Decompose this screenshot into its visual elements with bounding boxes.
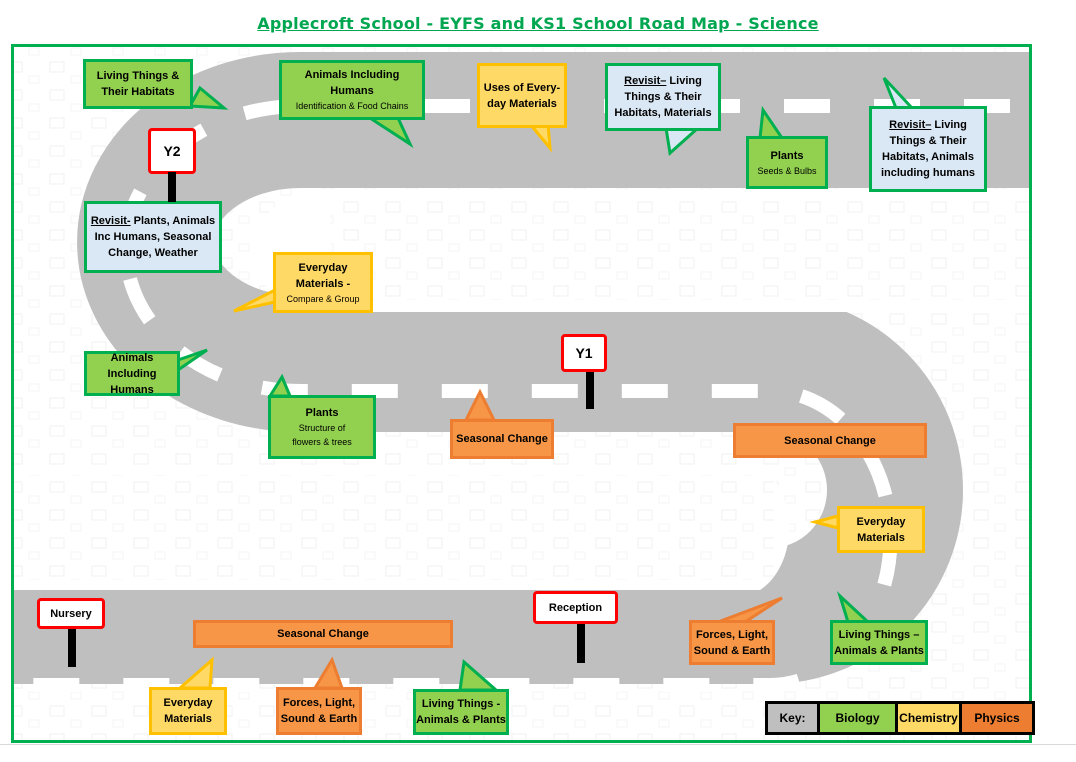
revisit-text: Living Things & Their Habitats, Animals … xyxy=(880,119,976,179)
topic-label: Seasonal Change xyxy=(456,433,548,445)
topic-living-things-habitats: Living Things & Their Habitats xyxy=(83,59,193,109)
topic-revisit-plants-animals-seasonal-weather: Revisit- Plants, Animals Inc Humans, Sea… xyxy=(84,201,222,273)
topic-seasonal-change-y1-right: Seasonal Change xyxy=(733,423,927,458)
topic-plants-structure: Plants Structure of flowers & trees xyxy=(268,395,376,459)
sign-board: Nursery xyxy=(37,598,105,629)
topic-seasonal-change-y1-left: Seasonal Change xyxy=(450,419,554,459)
island-pattern xyxy=(330,200,1029,300)
topic-sublabel: Compare & Group xyxy=(286,293,360,304)
page-edge xyxy=(0,744,1076,745)
topic-everyday-materials-right: Everyday Materials xyxy=(837,506,925,553)
sign-board: Y2 xyxy=(148,128,196,174)
revisit-prefix: Revisit- xyxy=(90,215,131,227)
topic-sublabel: Identification & Food Chains xyxy=(295,101,409,111)
lane-markings xyxy=(14,99,1029,692)
sign-board: Reception xyxy=(533,591,618,624)
topic-label: Seasonal Change xyxy=(784,434,876,447)
key-biology: Biology xyxy=(820,704,898,732)
topic-revisit-living-things-materials: Revisit– Living Things & Their Habitats,… xyxy=(605,63,721,131)
topic-label: Seasonal Change xyxy=(277,628,369,640)
sign-post xyxy=(68,629,76,667)
key-label: Key: xyxy=(768,704,820,732)
topic-revisit-living-things-animals: Revisit– Living Things & Their Habitats,… xyxy=(869,106,987,192)
revisit-text: Plants, Animals Inc Humans, Seasonal Cha… xyxy=(94,215,216,259)
revisit-prefix: Revisit– xyxy=(624,75,667,87)
topic-forces-light-sound-earth-nursery: Forces, Light, Sound & Earth xyxy=(276,687,362,735)
legend-key: Key: Biology Chemistry Physics xyxy=(765,701,1035,735)
sign-board: Y1 xyxy=(561,334,607,372)
topic-label: Everyday Materials xyxy=(856,515,906,544)
key-physics: Physics xyxy=(962,704,1032,732)
topic-label: Uses of Every-day Materials xyxy=(483,81,561,110)
topic-label: Revisit- Plants, Animals Inc Humans, Sea… xyxy=(89,213,217,261)
page-title: Applecroft School - EYFS and KS1 School … xyxy=(257,14,819,33)
topic-label: Animals Including Humans xyxy=(107,351,157,396)
topic-label: Revisit– Living Things & Their Habitats,… xyxy=(874,117,982,181)
topic-label: Living Things - Animals & Plants xyxy=(416,698,506,726)
topic-animals-including-humans-food-chains: Animals Including Humans Identification … xyxy=(279,60,425,120)
sign-post xyxy=(586,372,594,409)
topic-label: Animals Including Humans xyxy=(304,69,400,97)
topic-label: Plants xyxy=(770,149,804,162)
revisit-prefix: Revisit– xyxy=(889,119,932,131)
topic-uses-of-everyday-materials: Uses of Every-day Materials xyxy=(477,63,567,128)
topic-everyday-materials-compare-group: Everyday Materials - Compare & Group xyxy=(273,252,373,313)
topic-label: Everyday Materials - xyxy=(295,261,351,290)
topic-animals-including-humans: Animals Including Humans xyxy=(84,351,180,396)
topic-label: Revisit– Living Things & Their Habitats,… xyxy=(609,73,717,121)
topic-living-things-animals-plants-nursery: Living Things - Animals & Plants xyxy=(413,689,509,735)
topic-living-things-animals-plants-right: Living Things – Animals & Plants xyxy=(830,620,928,665)
key-chemistry: Chemistry xyxy=(898,704,962,732)
topic-label: Forces, Light, Sound & Earth xyxy=(280,697,358,725)
topic-label: Forces, Light, Sound & Earth xyxy=(693,628,771,657)
topic-label: Living Things & Their Habitats xyxy=(96,70,180,98)
topic-forces-light-sound-earth-right: Forces, Light, Sound & Earth xyxy=(689,620,775,665)
sign-post xyxy=(168,172,176,202)
tail-living-habitats xyxy=(187,85,229,110)
topic-plants-seeds-bulbs: Plants Seeds & Bulbs xyxy=(746,136,828,189)
topic-sublabel: Structure of flowers & trees xyxy=(292,423,352,447)
sign-post xyxy=(577,624,585,663)
revisit-text: Living Things & Their Habitats, Material… xyxy=(614,75,712,119)
island-pattern xyxy=(14,475,774,580)
topic-label: Plants xyxy=(305,407,339,419)
topic-seasonal-change-nursery: Seasonal Change xyxy=(193,620,453,648)
topic-label: Everyday Materials xyxy=(163,697,213,725)
topic-everyday-materials-nursery: Everyday Materials xyxy=(149,687,227,735)
topic-sublabel: Seeds & Bulbs xyxy=(757,165,817,176)
topic-label: Living Things – Animals & Plants xyxy=(834,628,924,657)
